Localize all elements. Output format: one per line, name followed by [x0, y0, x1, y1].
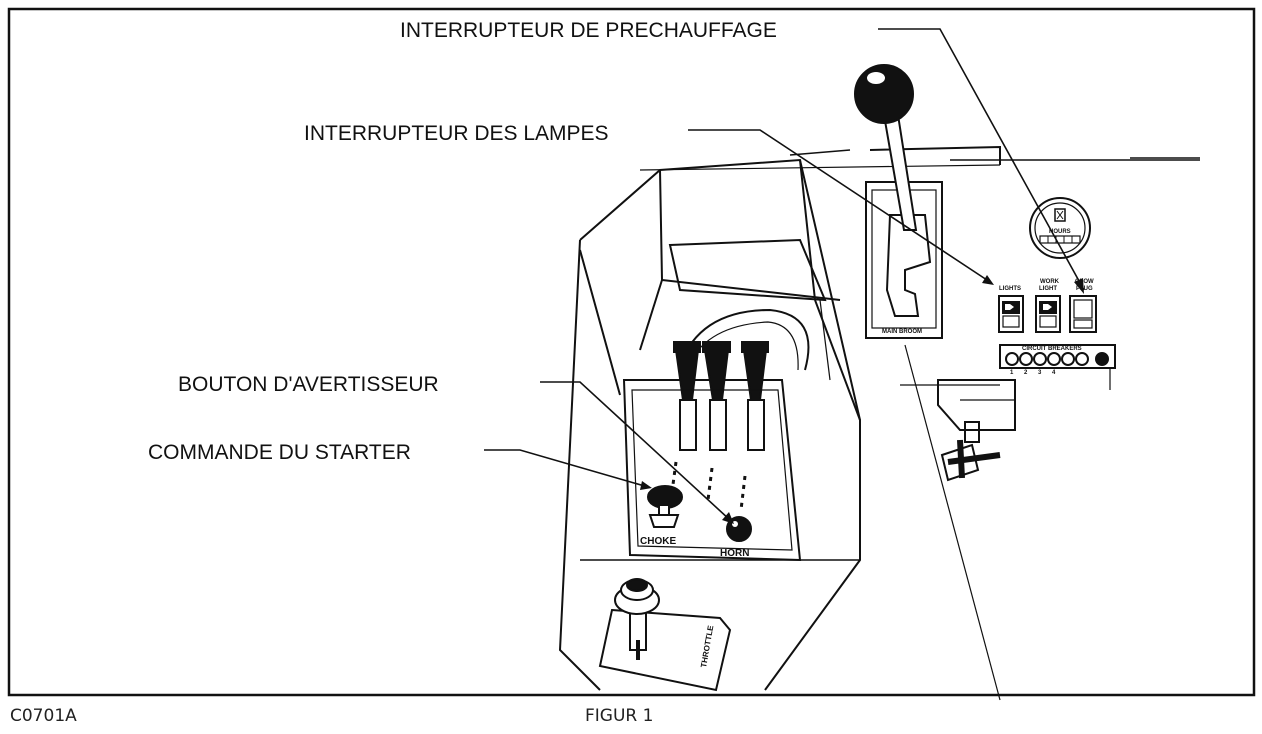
switch-work-light: [1035, 295, 1061, 333]
throttle-knob: [614, 578, 660, 615]
cb-num-2: 2: [1024, 370, 1028, 376]
lamp-icon: [1005, 304, 1014, 310]
breaker-4: [1047, 352, 1061, 366]
switch-lights: [998, 295, 1024, 333]
under-dash-bracket: [937, 379, 1016, 482]
arrow-horn: [722, 512, 734, 524]
lever-3: [741, 341, 769, 451]
work-light-label-line2: LIGHT: [1039, 286, 1057, 292]
arrow-choke: [640, 481, 652, 490]
lever-surround: [679, 308, 810, 371]
lever-2: [702, 341, 731, 451]
leader-arrowheads: [640, 275, 1084, 524]
callout-horn-button: BOUTON D'AVERTISSEUR: [178, 373, 439, 396]
main-broom-lever: [854, 64, 943, 339]
glow-plug-label-line1: GLOW: [1075, 279, 1094, 285]
circuit-breakers-label: CIRCUIT BREAKERS: [1022, 346, 1082, 352]
work-light-label-line1: WORK: [1040, 279, 1060, 285]
horn-label: HORN: [720, 548, 749, 559]
main-broom-label: MAIN BROOM: [882, 329, 922, 335]
choke-label: CHOKE: [640, 536, 676, 547]
hour-meter: [1029, 197, 1091, 259]
callout-lights-switch: INTERRUPTEUR DES LAMPES: [304, 122, 609, 145]
callout-choke-control: COMMANDE DU STARTER: [148, 441, 411, 464]
cb-num-3: 3: [1038, 370, 1042, 376]
callout-glow-plug-switch: INTERRUPTEUR DE PRECHAUFFAGE: [400, 19, 777, 42]
glow-plug-label-line2: PLUG: [1076, 286, 1093, 292]
breaker-1: [1005, 352, 1019, 366]
figure-frame: [7, 7, 1256, 697]
control-plate: [622, 379, 802, 562]
hourglass-icon: [1054, 208, 1066, 222]
lights-label: LIGHTS: [999, 286, 1021, 292]
cb-num-1: 1: [1010, 370, 1014, 376]
switch-glow-plug: [1069, 295, 1097, 333]
arrow-glow-plug: [1074, 278, 1084, 294]
leader-lines: [484, 28, 1085, 521]
circuit-breaker-strip: [999, 344, 1116, 369]
breaker-7: [1095, 352, 1109, 366]
console-body: [558, 145, 1200, 701]
choke-knob: [647, 485, 683, 528]
console-top-window: [668, 238, 827, 302]
figure-title: FIGUR 1: [585, 706, 654, 726]
hours-label: HOURS: [1049, 229, 1071, 235]
cb-num-4: 4: [1052, 370, 1056, 376]
work-lamp-icon: [1043, 304, 1052, 310]
breaker-2: [1019, 352, 1033, 366]
breaker-3: [1033, 352, 1047, 366]
breaker-5: [1061, 352, 1075, 366]
lever-knob: [854, 64, 914, 124]
breaker-6: [1075, 352, 1089, 366]
figure-code: C0701A: [10, 706, 77, 726]
arrow-lights: [982, 275, 994, 285]
lever-1: [673, 341, 701, 451]
